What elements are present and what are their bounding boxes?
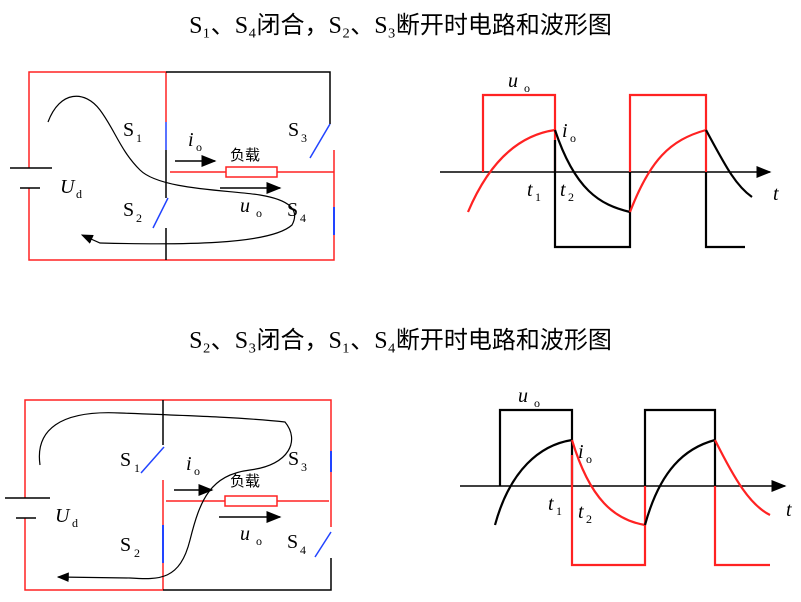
uo-positive [498,408,717,486]
label: 4 [300,211,306,225]
label: S [288,119,299,141]
wire [163,399,332,527]
circuit-bottom [5,399,332,591]
io-fall-2 [714,439,771,516]
label: t [578,501,584,523]
label: 2 [134,546,140,560]
label: 1 [535,190,541,204]
current-path [47,95,296,245]
label: i [188,129,194,151]
label: o [196,140,202,154]
switch-s2 [152,197,169,229]
current-path [38,412,293,582]
switch-s3 [309,123,331,159]
io-rise-1 [466,128,556,213]
wire [163,558,332,591]
label: o [534,396,540,410]
waveform-top [440,93,772,249]
io-fall-1 [570,439,646,527]
label: o [194,464,200,478]
switch-s4 [314,531,332,558]
label: 负载 [230,147,260,164]
label: d [72,516,78,530]
label: o [586,452,592,466]
load-resistor [225,166,278,178]
load-resistor [224,495,278,507]
label: i [186,453,192,475]
label: u [240,523,250,545]
uo-positive [481,93,708,172]
label: d [76,187,82,201]
label: S [123,119,134,141]
label: 2 [136,211,142,225]
label: 1 [134,461,140,475]
waveform-bottom [460,408,787,567]
title-bottom: S₂、S₃闭合，S₁、S₄断开时电路和波形图 [189,328,612,354]
wire [28,71,166,261]
label: u [508,70,518,92]
label: S [120,449,131,471]
label: t [773,183,779,205]
battery-icon [10,167,52,189]
label: 4 [300,543,306,557]
label: o [256,206,262,220]
label: 1 [556,504,562,518]
io-rise-1 [493,438,573,526]
label: 2 [568,190,574,204]
label: i [578,441,584,463]
label: t [786,499,792,521]
io-rise-2 [643,438,716,526]
label: S [123,199,134,221]
battery-icon [5,497,50,519]
io-rise-2 [628,128,707,213]
label: 2 [586,512,592,526]
circuit-top [10,71,335,261]
label: t [548,493,554,515]
label: S [287,199,298,221]
label: t [527,179,533,201]
wire [166,150,335,261]
label: S [120,534,131,556]
uo-negative [553,140,745,249]
label: i [562,120,568,142]
wire [166,71,331,124]
label: u [518,385,528,407]
switch-s1 [140,446,165,474]
label: 1 [136,131,142,145]
io-fall-2 [705,129,753,198]
uo-negative [570,455,770,567]
label: 负载 [230,473,260,490]
label: u [240,195,250,217]
label: o [524,81,530,95]
label: U [60,176,76,198]
label: S [287,531,298,553]
label: U [55,505,71,527]
title-top: S₁、S₄闭合，S₂、S₃断开时电路和波形图 [189,13,612,39]
label: o [570,131,576,145]
io-fall-1 [553,129,631,214]
label: 3 [301,460,307,474]
label: o [256,534,262,548]
label: S [288,448,299,470]
wire [24,399,163,591]
label: 3 [301,131,307,145]
label: t [560,179,566,201]
